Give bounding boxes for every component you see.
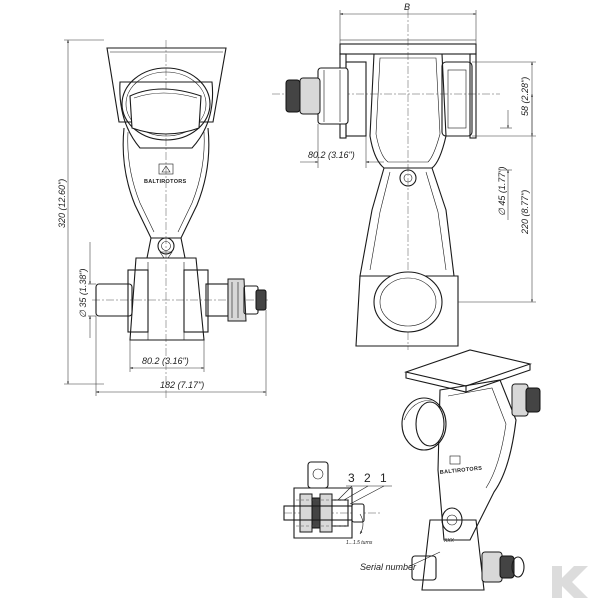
dim-overall-width-label: 182 (7.17") [160,380,204,390]
dim-58-label: 58 (2.28") [520,77,530,116]
detail-label-2: 2 [364,471,371,485]
iso-logo-icon [449,455,461,465]
dim-shaft-dia-label: ∅ 35 (1.38") [78,268,88,318]
serial-number-label: Serial number [360,562,417,572]
detail-turns-note: 1...1.5 turns [346,540,373,546]
front-view: BALTIROTORS 320 (12.60") ∅ 35 (1.38") [57,39,270,398]
dim-pin-dia-label: ∅ 45 (1.77") [497,166,507,216]
baltirotors-logo-icon [158,163,174,175]
dim-inner-width-label: 80.2 (3.16") [142,356,189,366]
iso-xxx-mark: XXX [443,538,455,544]
kramp-k-logo-icon [552,566,588,598]
detail-view: 3 2 1 1...1.5 turns [283,461,392,546]
brand-label: BALTIROTORS [144,179,187,185]
detail-label-1: 1 [380,471,387,485]
dim-side-inner-width-label: 80.2 (3.16") [308,150,355,160]
dim-220-label: 220 (8.77") [520,190,530,235]
iso-view: BALTIROTORS XXX Serial number [360,349,541,591]
detail-label-3: 3 [348,471,355,485]
dim-b-label: B [404,2,410,12]
side-view: B 80.2 (3.16") 58 (2.28") ∅ 45 (1.77") 2… [272,2,536,350]
dim-height-label: 320 (12.60") [57,179,67,228]
iso-brand-label: BALTIROTORS [440,466,483,476]
